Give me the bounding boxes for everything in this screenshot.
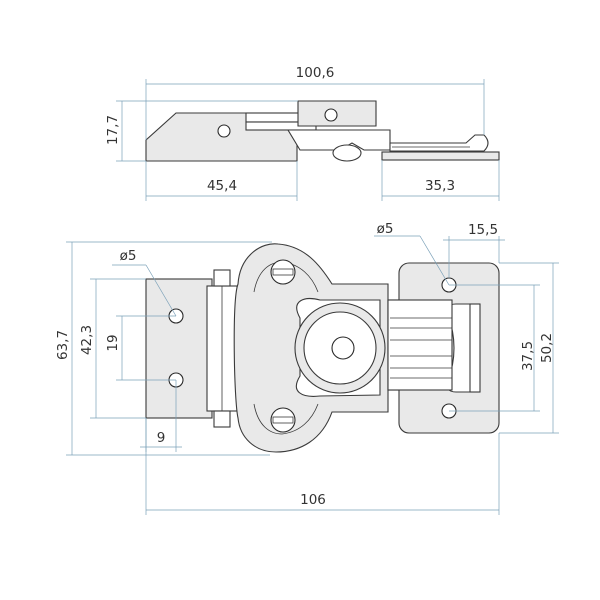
dim-hole-offset: 9 [157, 430, 166, 446]
dim-hole-pitch: 19 [105, 334, 121, 351]
dim-height: 17,7 [105, 115, 121, 145]
dim-keeper-length: 35,3 [425, 178, 455, 194]
leader-diameter-left [145, 264, 177, 317]
dim-diameter-right: ø5 [377, 221, 394, 237]
screw-top [270, 259, 296, 285]
top-view: 100,6 17,7 45,4 35,3 [105, 65, 500, 201]
front-view: 63,7 42,3 19 9 ø5 106 ø5 15,5 [55, 221, 559, 515]
dim-total-height: 63,7 [55, 330, 71, 360]
base-pin-side [217, 124, 231, 138]
body-side [287, 129, 391, 151]
dim-hole-pitch-right: 37,5 [520, 341, 536, 371]
keeper-side [381, 151, 500, 161]
hinge-knuckle-bottom [213, 410, 231, 428]
dim-hole-span: 42,3 [79, 325, 95, 355]
leader-diameter-right [419, 235, 450, 286]
screw-bottom-slot [272, 416, 294, 424]
base-plate [145, 278, 213, 419]
dim-total-length: 106 [300, 492, 326, 508]
dim-overall-length: 100,6 [296, 65, 335, 81]
hinge-knuckle-top [213, 269, 231, 287]
draw-arm-front [387, 299, 453, 391]
dim-keeper-width: 15,5 [468, 222, 498, 238]
dim-keeper-height: 50,2 [539, 333, 555, 363]
handle-pin-side [324, 108, 338, 122]
screw-bottom [270, 407, 296, 433]
dim-diameter-left: ø5 [120, 248, 137, 264]
keeper-hook-rim [469, 303, 481, 393]
screw-top-slot [272, 268, 294, 276]
dim-base-length: 45,4 [207, 178, 237, 194]
hook-side [389, 134, 489, 152]
roller-side [332, 144, 362, 162]
cam-pivot [331, 336, 355, 360]
